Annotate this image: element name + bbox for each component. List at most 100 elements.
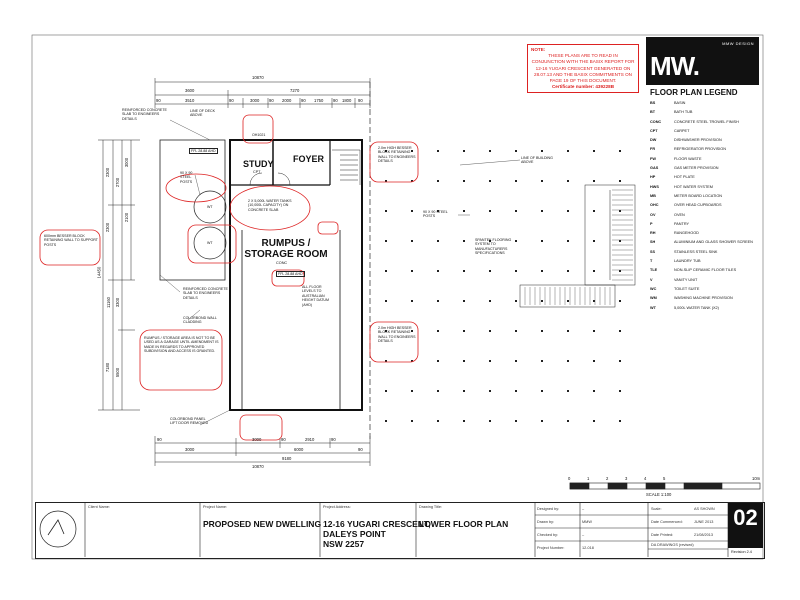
legend-code: TLE [650, 268, 658, 273]
dim-top-c10: 1800 [342, 98, 352, 103]
legend-description: RANGEHOOD [674, 231, 699, 236]
dim-top-c3: 90 [229, 98, 234, 103]
ffl-study: FFL 28.88 AHD [189, 148, 218, 155]
legend-code: GAS [650, 166, 659, 171]
project-number-label: Project Number: [537, 546, 565, 550]
drawing-set-label: DA DRAWINGS (revised) [651, 543, 694, 547]
scale-label: SCALE 1:100 [646, 492, 672, 497]
project-number-value: 12-018 [582, 546, 594, 550]
legend-code: RH [650, 231, 656, 236]
firm-name: MMW DESIGN [722, 41, 754, 46]
slab-label-mid: REINFORCED CONCRETE SLAB TO ENGINEERS DE… [183, 287, 228, 300]
legend-code: SS [650, 249, 656, 254]
legend-item: WC TOILET SUITE [650, 287, 800, 296]
checked-by-value: – [582, 533, 585, 537]
scale-tick-10: 10m [752, 476, 761, 481]
designed-by-label: Designed by: [537, 507, 560, 511]
dim-top-c7: 90 [301, 98, 306, 103]
revision-label: Revision 2.4 [731, 550, 752, 554]
legend-description: ALUMINIUM AND GLASS SHOWER SCREEN [674, 240, 753, 245]
note-title: NOTE: [531, 47, 546, 52]
scale-tick-4: 4 [644, 476, 647, 481]
scale-tick-1: 1 [587, 476, 590, 481]
legend-description: BATH TUB [674, 110, 693, 115]
scale-tick-0: 0 [568, 476, 571, 481]
dim-bottom-j: 90 [358, 447, 363, 452]
dim-left-h: 3000 [124, 157, 130, 168]
legend-code: V [650, 277, 653, 282]
dim-left-b: 11160 [106, 296, 112, 309]
drawing-title: LOWER FLOOR PLAN [419, 519, 509, 529]
spantek-label: SPANTEK FLOORING SYSTEM TO MANUFACTURERS… [475, 238, 512, 256]
water-tank-2-label: WT [207, 241, 213, 245]
dim-top-c8: 1750 [314, 98, 324, 103]
room-foyer: FOYER [293, 154, 325, 164]
legend-code: FW [650, 156, 656, 161]
address-label: Project Address: [323, 505, 351, 509]
logo-mark: MW. [650, 51, 700, 81]
legend-description: TOILET SUITE [674, 286, 700, 291]
legend-code: DW [650, 138, 657, 143]
water-tank-1-label: WT [207, 205, 213, 209]
legend-description: WASHING MACHINE PROVISION [674, 296, 733, 301]
basix-note: NOTE: THESE PLANS ARE TO READ IN CONJUNC… [527, 44, 639, 94]
dim-top-a: 3600 [185, 88, 195, 93]
dim-top-c11: 90 [358, 98, 363, 103]
dim-top-c1: 90 [156, 98, 161, 103]
legend-description: NON-SLIP CERAMIC FLOOR TILES [674, 268, 737, 273]
room-study: STUDY [243, 159, 274, 169]
legend-code: HWS [650, 184, 659, 189]
address-line-1: 12-16 YUGARI CRESCENT, [323, 519, 431, 529]
water-tanks-label: 2 X 5,000L WATER TANKS (10,000L CAPACITY… [248, 199, 292, 212]
dim-top-c9: 90 [333, 98, 338, 103]
legend-code: P [650, 221, 653, 226]
legend-description: HOT WATER SYSTEM [674, 184, 713, 189]
dim-left-g: 2700 [115, 177, 121, 188]
legend-description: VANITY UNIT [674, 277, 698, 282]
dim-top-b: 7270 [290, 88, 300, 93]
legend-description: OVER HEAD CUPBOARDS [674, 203, 722, 208]
legend-description: PANTRY [674, 221, 690, 226]
legend-code: SH [650, 240, 656, 245]
dim-bottom-f: 3000 [185, 447, 195, 452]
dim-bottom-c: 90 [281, 437, 286, 442]
deck-above-label: LINE OF DECK ABOVE [190, 109, 215, 118]
colorbond-cladding-label: COLORBOND WALL CLADDING [183, 316, 217, 325]
legend-code: HP [650, 175, 656, 180]
ffl-rumpus: FFL 28.88 AHD [276, 271, 305, 278]
cloud-retaining-wall-2: 2.0m HIGH BESSER BLOCK RETAINING WALL TO… [378, 326, 416, 344]
dim-left-e: 3300 [115, 297, 121, 308]
legend-item: RH RANGEHOOD [650, 231, 800, 240]
project-label: Project Name: [203, 505, 228, 509]
legend-description: HOT PLATE [674, 175, 695, 180]
legend-description: METER BOARD LOCATION [674, 193, 723, 198]
date-printed-label: Date Printed: [651, 533, 674, 537]
dim-top-c2: 3510 [185, 98, 195, 103]
date-commenced-label: Date Commenced: [651, 520, 683, 524]
legend-code: WC [650, 286, 657, 291]
legend-code: MB [650, 193, 656, 198]
checked-by-label: Checked by: [537, 533, 559, 537]
date-commenced-value: JUNE 2013 [694, 520, 714, 524]
dim-bottom-h: 9180 [282, 456, 292, 461]
legend-item: V VANITY UNIT [650, 278, 800, 287]
scale-tick-2: 2 [606, 476, 609, 481]
legend-description: GAS METER PROVISION [674, 166, 719, 171]
firm-logo: MMW DESIGN MW. [646, 37, 759, 85]
scale-field-value: AS SHOWN [694, 507, 715, 511]
panel-door-label: COLORBOND PANEL LIFT DOOR REMOVED [170, 417, 209, 426]
legend-code: T [650, 259, 653, 264]
scale-tick-3: 3 [625, 476, 628, 481]
note-body: THESE PLANS ARE TO READ IN CONJUNCTION W… [531, 53, 635, 84]
legend-code: FR [650, 147, 656, 152]
dim-top-c6: 2000 [282, 98, 292, 103]
room-rumpus-finish: CONC [276, 261, 288, 265]
sheet-number: 02 [733, 505, 758, 530]
